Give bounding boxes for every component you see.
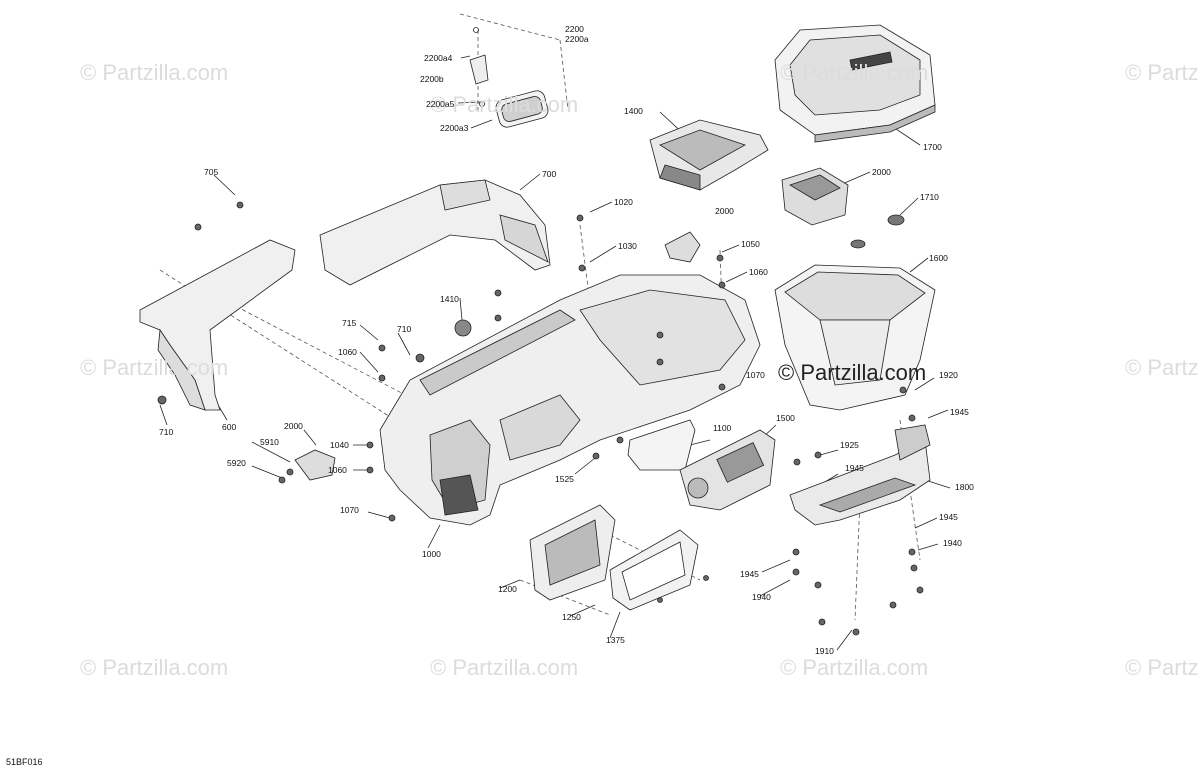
callout-1710[interactable]: 1710 (920, 192, 939, 202)
part-1200-housing (529, 504, 616, 601)
callout-1060[interactable]: 1060 (749, 267, 768, 277)
callout-1100[interactable]: 1100 (713, 423, 732, 433)
part-2000-latch (781, 167, 849, 226)
callout-1600[interactable]: 1600 (929, 253, 948, 263)
callout-5910[interactable]: 5910 (260, 437, 279, 447)
watermark: © Partzilla.com (1125, 60, 1200, 85)
callout-600[interactable]: 600 (222, 422, 237, 432)
callout-1800[interactable]: 1800 (955, 482, 974, 492)
callout-1070[interactable]: 1070 (340, 505, 359, 515)
callout-2200b[interactable]: 2200b (420, 74, 444, 84)
part-600-bracket (139, 239, 296, 411)
watermark: © Partzilla.com (80, 60, 229, 85)
callout-1070[interactable]: 1070 (746, 370, 765, 380)
callout-2200a4[interactable]: 2200a4 (424, 53, 453, 63)
callout-2200a5[interactable]: 2200a5 (426, 99, 455, 109)
callout-2200[interactable]: 2200 (565, 24, 584, 34)
diagram-code: 51BF016 (6, 757, 43, 767)
watermark: © Partzilla.com (80, 655, 229, 680)
callout-710[interactable]: 710 (159, 427, 174, 437)
callout-1400[interactable]: 1400 (624, 106, 643, 116)
callout-715[interactable]: 715 (342, 318, 357, 328)
callout-1020[interactable]: 1020 (614, 197, 633, 207)
callout-1925[interactable]: 1925 (840, 440, 859, 450)
part-700-bracket (319, 179, 551, 286)
callout-1375[interactable]: 1375 (606, 635, 625, 645)
callout-1030[interactable]: 1030 (618, 241, 637, 251)
callout-1920[interactable]: 1920 (939, 370, 958, 380)
callout-2000[interactable]: 2000 (715, 206, 734, 216)
callout-1410[interactable]: 1410 (440, 294, 459, 304)
callout-2000[interactable]: 2000 (872, 167, 891, 177)
callout-1945[interactable]: 1945 (740, 569, 759, 579)
callout-1945[interactable]: 1945 (845, 463, 864, 473)
callout-1945[interactable]: 1945 (939, 512, 958, 522)
part-1800-bumper (789, 424, 931, 526)
callout-1910[interactable]: 1910 (815, 646, 834, 656)
watermark: © Partzilla.com (1125, 655, 1200, 680)
watermark: © Partzilla.com (80, 355, 229, 380)
callout-1500[interactable]: 1500 (776, 413, 795, 423)
part-2000-latch-mid (664, 231, 701, 263)
callout-705[interactable]: 705 (204, 167, 219, 177)
watermark: © Partzilla.com (1125, 355, 1200, 380)
callout-1940[interactable]: 1940 (752, 592, 771, 602)
callout-1945[interactable]: 1945 (950, 407, 969, 417)
watermark: © Partzilla.com (430, 92, 579, 117)
callout-1000[interactable]: 1000 (422, 549, 441, 559)
callout-700[interactable]: 700 (542, 169, 557, 179)
callout-5920[interactable]: 5920 (227, 458, 246, 468)
callout-1040[interactable]: 1040 (330, 440, 349, 450)
callout-1700[interactable]: 1700 (923, 142, 942, 152)
callout-1060[interactable]: 1060 (338, 347, 357, 357)
callout-1250[interactable]: 1250 (562, 612, 581, 622)
watermark: © Partzilla.com (430, 655, 579, 680)
part-1710-grommet (887, 214, 905, 226)
callout-710[interactable]: 710 (397, 324, 412, 334)
watermark: © Partzilla.com (780, 60, 929, 85)
callout-1940[interactable]: 1940 (943, 538, 962, 548)
callout-2000[interactable]: 2000 (284, 421, 303, 431)
fasteners (157, 201, 924, 636)
part-1400-cover (649, 119, 769, 191)
part-2000-latch-left (294, 449, 336, 481)
part-1500-panel (679, 429, 776, 511)
reflector-assembly-2200 (469, 27, 549, 128)
part-1700-lid (774, 24, 936, 143)
callout-1200[interactable]: 1200 (498, 584, 517, 594)
part-1600-tub (774, 264, 936, 411)
callout-2200a3[interactable]: 2200a3 (440, 123, 469, 133)
callout-2200a[interactable]: 2200a (565, 34, 589, 44)
part-1000-main-body (379, 274, 761, 526)
watermark: © Partzilla.com (780, 655, 929, 680)
callout-1050[interactable]: 1050 (741, 239, 760, 249)
watermark-main: © Partzilla.com (778, 360, 927, 385)
callout-1060[interactable]: 1060 (328, 465, 347, 475)
grommet-b (850, 239, 866, 249)
part-1250-lens-frame (609, 529, 699, 611)
callout-1525[interactable]: 1525 (555, 474, 574, 484)
